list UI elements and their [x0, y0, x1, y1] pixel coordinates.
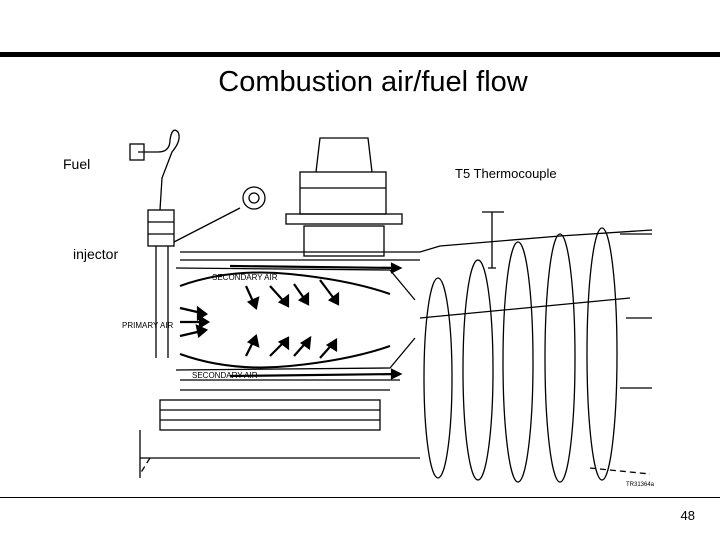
igniter-icon — [242, 186, 266, 210]
primary-air-label: PRIMARY AIR — [122, 321, 174, 330]
combustion-diagram: SECONDARY AIR PRIMARY AIR SECONDARY AIR … — [122, 129, 655, 488]
footer-rule — [0, 497, 720, 498]
top-flange — [299, 171, 387, 215]
injector-label: injector — [73, 246, 119, 262]
secondary-air-bottom-label: SECONDARY AIR — [192, 371, 258, 380]
reference-code: TR31364a — [626, 482, 655, 488]
turbine-stages — [419, 227, 631, 483]
page-number: 48 — [680, 508, 695, 523]
liner-top — [175, 267, 416, 301]
outer-casing — [180, 229, 653, 253]
secondary-air-top-label: SECONDARY AIR — [212, 273, 278, 282]
injector-body — [147, 209, 175, 247]
t5-thermocouple-label: T5 Thermocouple — [455, 166, 557, 181]
t5-probe — [482, 211, 504, 269]
fuel-label: Fuel — [63, 156, 91, 172]
liner-bottom — [175, 337, 416, 371]
slide-title: Combustion air/fuel flow — [218, 66, 528, 98]
top-rule — [0, 52, 720, 57]
fuel-fitting — [129, 143, 145, 161]
fuel-pipe — [138, 129, 180, 211]
